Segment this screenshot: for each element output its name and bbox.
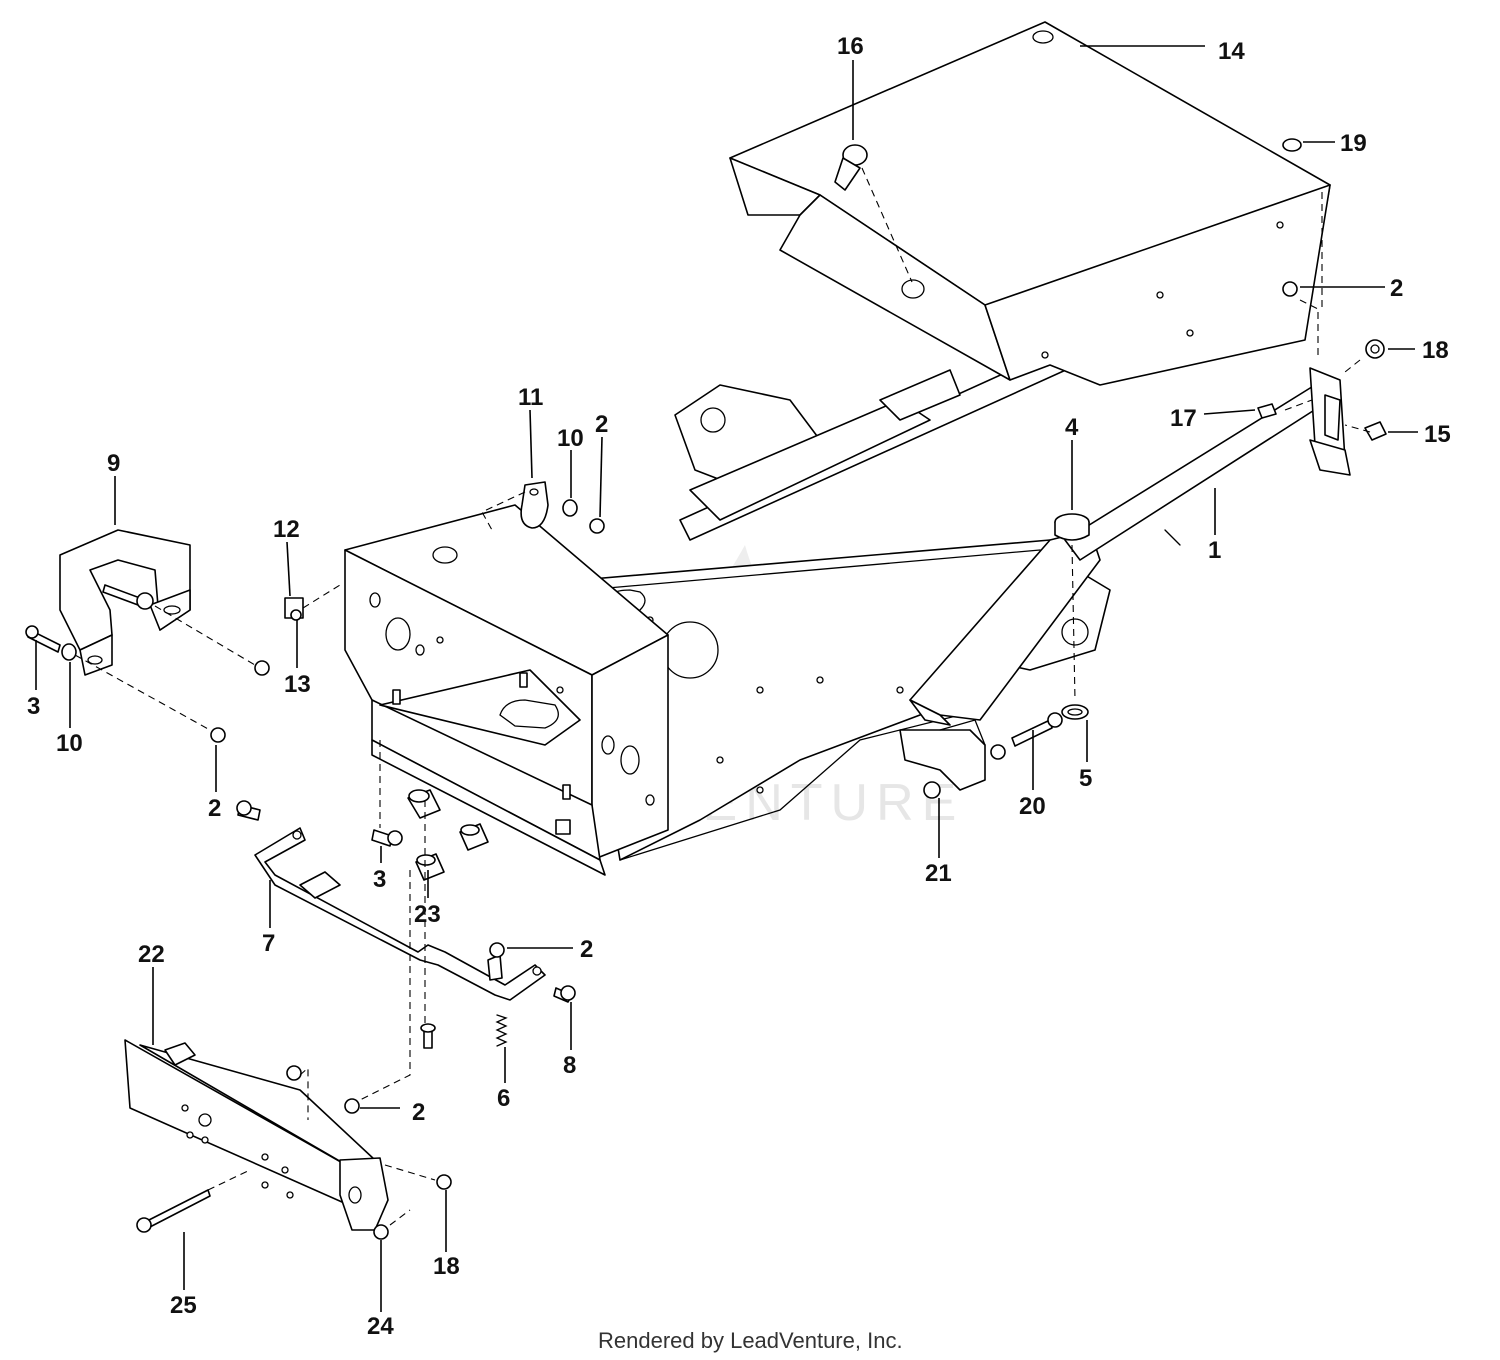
brake-linkage: [236, 789, 576, 1049]
callout-3-lower: 3: [373, 866, 386, 893]
callout-18-hitch: 18: [433, 1253, 460, 1280]
callout-10-left: 10: [56, 730, 83, 757]
callout-11: 11: [518, 384, 543, 411]
callout-5: 5: [1079, 765, 1092, 792]
callout-7: 7: [262, 930, 275, 957]
callout-24: 24: [367, 1313, 394, 1340]
clamp-parts: [284, 481, 605, 621]
steering-box: [344, 504, 669, 876]
callout-2-clamp: 2: [595, 411, 608, 438]
right-hardware: [923, 339, 1387, 799]
callout-20: 20: [1019, 793, 1046, 820]
callout-4: 4: [1065, 414, 1079, 441]
callout-10-top: 10: [557, 425, 584, 452]
main-frame: [579, 329, 1351, 861]
callout-16: 16: [837, 33, 864, 60]
callout-8: 8: [563, 1052, 576, 1079]
callouts: 14 16 19 2 18 17 15 4 1 11 10 2 9 12 13 …: [27, 33, 1451, 1340]
callout-22: 22: [138, 941, 165, 968]
seat-pan: [729, 21, 1331, 386]
callout-2-left: 2: [208, 795, 221, 822]
callout-9: 9: [107, 450, 120, 477]
assembly-lines: [74, 167, 1371, 1226]
callout-14: 14: [1218, 38, 1245, 65]
callout-1: 1: [1208, 537, 1221, 564]
callout-13: 13: [284, 671, 311, 698]
callout-19: 19: [1340, 130, 1367, 157]
hitch-plate: [124, 1039, 452, 1240]
callout-2-hitch: 2: [412, 1099, 425, 1126]
callout-2-linkage: 2: [580, 936, 593, 963]
footer-credit: Rendered by LeadVenture, Inc.: [598, 1328, 903, 1353]
callout-6: 6: [497, 1085, 510, 1112]
callout-23: 23: [414, 901, 441, 928]
callout-18-top: 18: [1422, 337, 1449, 364]
callout-15: 15: [1424, 421, 1451, 448]
callout-25: 25: [170, 1292, 197, 1319]
leader-lines: [35, 45, 1418, 1312]
callout-21: 21: [925, 860, 952, 887]
hood-bracket: [25, 529, 270, 743]
callout-2-seat: 2: [1390, 275, 1403, 302]
callout-17: 17: [1170, 405, 1197, 432]
callout-3-left: 3: [27, 693, 40, 720]
callout-12: 12: [273, 516, 300, 543]
